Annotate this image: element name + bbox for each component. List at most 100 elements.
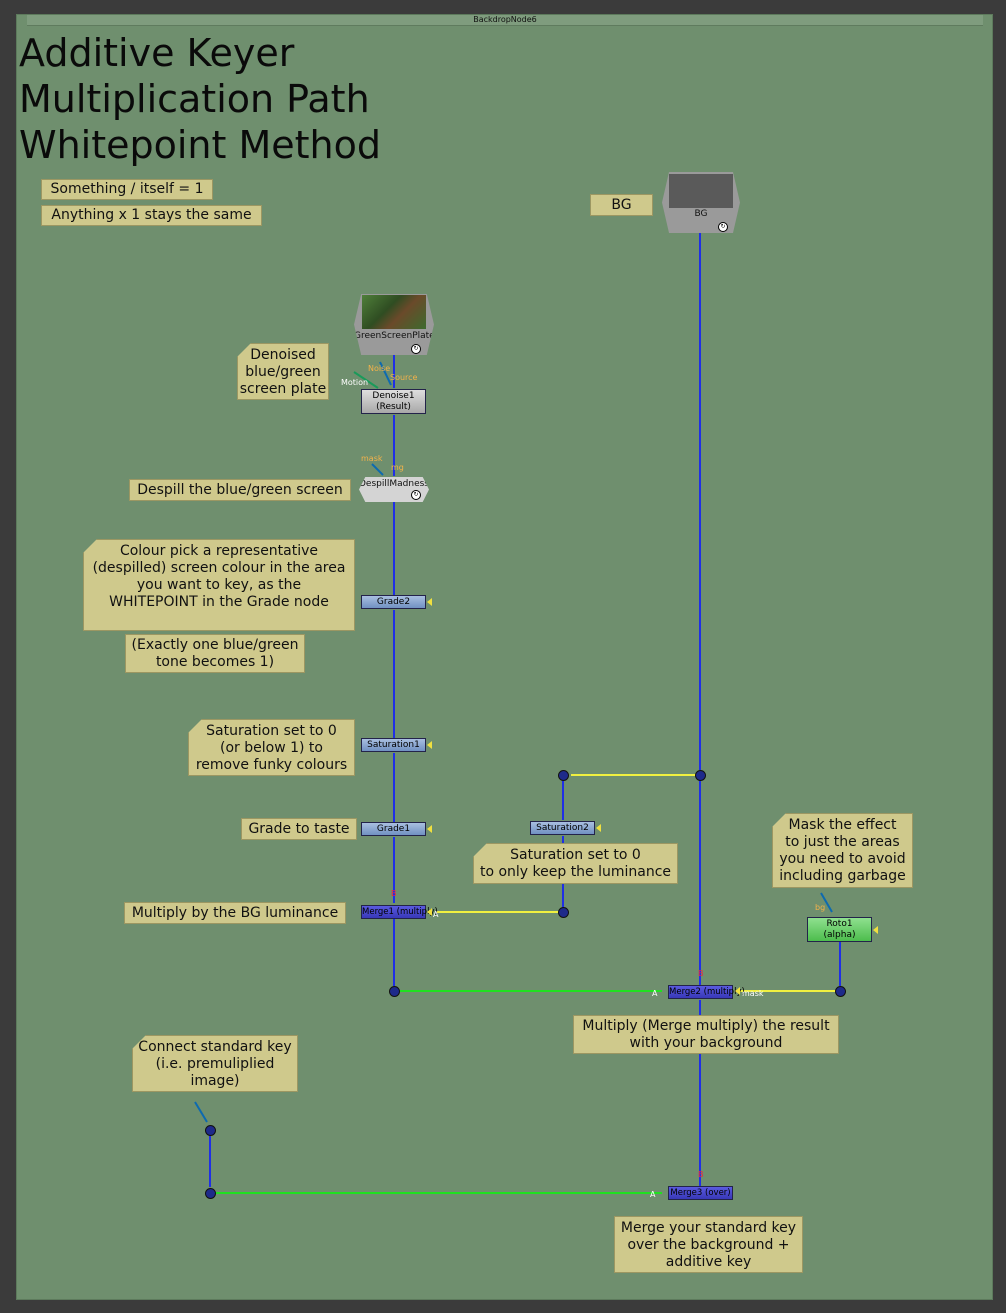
note-saturation2[interactable]: Saturation set to 0 to only keep the lum… [473, 843, 678, 884]
input-label-a: A [433, 910, 439, 919]
note-line: Connect standard key [138, 1039, 292, 1055]
note-line: Multiply (Merge multiply) the result [582, 1018, 830, 1034]
dot-node[interactable] [389, 986, 400, 997]
note-line: to just the areas [785, 834, 900, 850]
input-label-mg: mg [391, 463, 404, 472]
dot-node[interactable] [558, 907, 569, 918]
note-despill[interactable]: Despill the blue/green screen [129, 479, 351, 501]
note-line: remove funky colours [195, 757, 348, 773]
node-grade2[interactable]: Grade2 [361, 595, 426, 609]
mask-input-arrow [596, 824, 601, 832]
wire-arrow-connect [194, 1101, 208, 1123]
note-line: Saturation set to 0 [510, 847, 641, 863]
node-grade1[interactable]: Grade1 [361, 822, 426, 836]
read-icon: ↻ [718, 222, 728, 232]
note-line: additive key [665, 1254, 752, 1270]
node-label: GreenScreenPlate [354, 331, 435, 341]
note-line: (or below 1) to [220, 740, 323, 756]
input-label-mask: mask [742, 989, 764, 998]
input-label-a: A [650, 1190, 656, 1199]
note-line: (despilled) screen colour in the area [92, 560, 346, 576]
plate-thumbnail [362, 295, 426, 329]
note-line: you want to key, as the [136, 577, 302, 593]
note-multiplymerge[interactable]: Multiply (Merge multiply) the result wit… [573, 1015, 839, 1054]
input-label-b: B [698, 969, 704, 978]
note-line: Mask the effect [788, 817, 897, 833]
read-icon: ↻ [411, 344, 421, 354]
input-label-b: B [391, 889, 397, 898]
node-label: Denoise1 [372, 391, 415, 401]
input-label-noise: Noise [368, 364, 391, 373]
note-line: (i.e. premuliplied [155, 1056, 275, 1072]
dot-node[interactable] [205, 1188, 216, 1199]
note-line: blue/green [245, 364, 321, 380]
note-multiplybg[interactable]: Multiply by the BG luminance [124, 902, 346, 924]
note-something[interactable]: Something / itself = 1 [41, 179, 213, 200]
input-label-motion: Motion [341, 378, 369, 387]
mask-input-arrow [735, 987, 740, 995]
input-label-bg: bg [815, 903, 826, 912]
title-line: Multiplication Path [19, 77, 370, 121]
node-saturation1[interactable]: Saturation1 [361, 738, 426, 752]
note-line: tone becomes 1) [155, 654, 275, 670]
wire-arrow-bg [820, 892, 833, 913]
input-label-b: B [698, 1170, 704, 1179]
backdrop-label: BackdropNode6 [27, 15, 983, 26]
dot-node[interactable] [558, 770, 569, 781]
note-line: image) [190, 1073, 240, 1089]
dot-node[interactable] [835, 986, 846, 997]
note-line: Saturation set to 0 [206, 723, 337, 739]
mask-input-arrow [427, 598, 432, 606]
note-anything[interactable]: Anything x 1 stays the same [41, 205, 262, 226]
note-line: (Exactly one blue/green [131, 637, 299, 653]
dot-node[interactable] [205, 1125, 216, 1136]
note-line: including garbage [779, 868, 906, 884]
note-gradetaste[interactable]: Grade to taste [241, 818, 357, 840]
node-roto1[interactable]: Roto1 (alpha) [807, 917, 872, 942]
note-denoised[interactable]: Denoised blue/green screen plate [237, 343, 329, 400]
node-label: Roto1 [826, 919, 853, 929]
input-label-mask: mask [361, 454, 383, 463]
note-line: Colour pick a representative [119, 543, 319, 559]
node-label: BG [694, 209, 708, 219]
note-exactly[interactable]: (Exactly one blue/green tone becomes 1) [125, 634, 305, 673]
node-bg[interactable]: BG [662, 172, 740, 233]
page-title: Additive Keyer Multiplication Path White… [19, 30, 381, 168]
read-icon: ↻ [411, 490, 421, 500]
note-line: you need to avoid [779, 851, 906, 867]
node-label: (alpha) [823, 930, 856, 940]
node-label: (Result) [376, 402, 411, 412]
node-label: DespillMadness [359, 479, 429, 489]
dot-node[interactable] [695, 770, 706, 781]
mask-input-arrow [427, 741, 432, 749]
mask-input-arrow [427, 825, 432, 833]
wire-motion [353, 371, 379, 389]
node-saturation2[interactable]: Saturation2 [530, 821, 595, 835]
node-greenscreenplate[interactable]: GreenScreenPlate [354, 294, 434, 355]
note-saturation1[interactable]: Saturation set to 0 (or below 1) to remo… [188, 719, 355, 776]
node-merge3[interactable]: Merge3 (over) [668, 1186, 733, 1200]
note-mask[interactable]: Mask the effect to just the areas you ne… [772, 813, 913, 888]
mask-input-arrow [873, 926, 878, 934]
node-merge2[interactable]: Merge2 (multiply) [668, 985, 745, 999]
note-line: Denoised [250, 347, 316, 363]
note-line: with your background [629, 1035, 783, 1051]
node-denoise1[interactable]: Denoise1 (Result) [361, 389, 426, 414]
title-line: Whitepoint Method [19, 123, 382, 167]
bg-thumbnail [669, 174, 733, 208]
input-label-a: A [652, 989, 658, 998]
title-line: Additive Keyer [19, 31, 295, 75]
note-bg[interactable]: BG [590, 194, 653, 216]
note-line: to only keep the luminance [479, 864, 672, 880]
mask-input-arrow [427, 908, 432, 916]
note-line: over the background + [627, 1237, 790, 1253]
wire-arrow-mask [371, 463, 384, 476]
wire-arrow-noise [379, 361, 392, 386]
note-line: WHITEPOINT in the Grade node [109, 594, 329, 610]
note-line: screen plate [239, 381, 327, 397]
node-merge1[interactable]: Merge1 (multiply) [361, 905, 438, 919]
note-mergeover[interactable]: Merge your standard key over the backgro… [614, 1216, 803, 1273]
note-connect[interactable]: Connect standard key (i.e. premuliplied … [132, 1035, 298, 1092]
note-colourpick[interactable]: Colour pick a representative (despilled)… [83, 539, 355, 631]
input-label-source: Source [390, 373, 418, 382]
